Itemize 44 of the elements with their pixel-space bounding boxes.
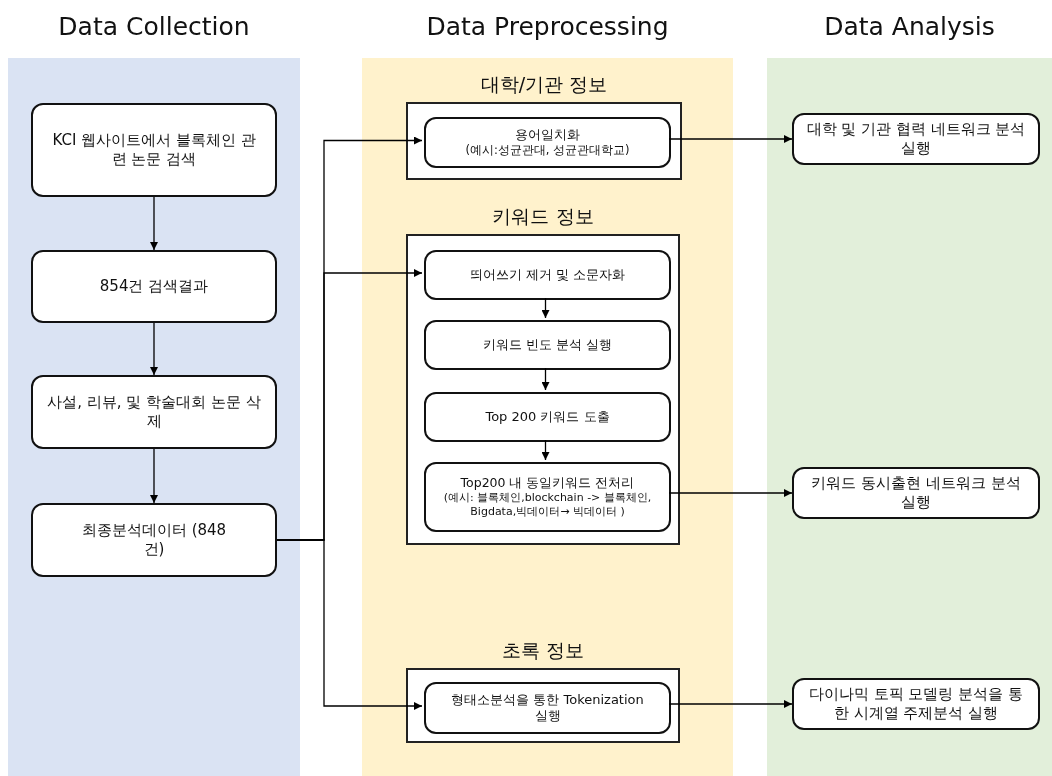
- box-text: KCI 웹사이트에서 블록체인 관련 논문 검색: [51, 131, 257, 169]
- box-text: 용어일치화: [515, 127, 580, 144]
- arrow: [541, 367, 550, 391]
- process-box: [424, 462, 671, 532]
- arrow: [668, 700, 793, 708]
- process-box: [424, 250, 671, 300]
- column-heading: Data Analysis: [823, 12, 996, 41]
- arrow: [668, 135, 793, 143]
- arrow: [150, 322, 158, 376]
- arrow: [668, 489, 793, 497]
- box-text: 최종분석데이터 (848건): [80, 521, 228, 559]
- column-heading: Data Preprocessing: [425, 12, 670, 41]
- group-heading: 키워드 정보: [491, 204, 595, 229]
- arrow: [150, 196, 158, 251]
- example-text: (예시: 블록체인,blockchain -> 블록체인, Bigdata,빅데이터→ 빅데이터 ): [442, 491, 653, 519]
- process-box: [424, 392, 671, 442]
- process-box: [31, 375, 277, 449]
- process-box: [424, 320, 671, 370]
- box-text: 다이나믹 토픽 모델링 분석을 통한 시계열 주제분석 실행: [807, 685, 1025, 723]
- process-box: [792, 113, 1040, 165]
- box-text: Top200 내 동일키워드 전처리: [460, 475, 635, 492]
- group-heading: 초록 정보: [500, 638, 585, 663]
- box-text: 사설, 리뷰, 및 학술대회 논문 삭제: [46, 393, 262, 431]
- box-text: 형태소분석을 통한 Tokenization 실행: [450, 691, 645, 725]
- process-box: [31, 103, 277, 197]
- arrow: [541, 297, 550, 319]
- box-text: 키워드 동시출현 네트워크 분석 실행: [810, 474, 1022, 512]
- box-text: 854건 검색결과: [99, 277, 209, 296]
- column-heading: Data Collection: [57, 12, 251, 41]
- process-box: [424, 117, 671, 168]
- group-heading: 대학/기관 정보: [479, 72, 609, 97]
- process-box: [31, 250, 277, 323]
- box-text: 띄어쓰기 제거 및 소문자화: [469, 266, 626, 284]
- box-text: 키워드 빈도 분석 실행: [482, 336, 613, 354]
- process-box: [792, 678, 1040, 730]
- process-box: [792, 467, 1040, 519]
- arrow: [541, 439, 550, 461]
- box-text: Top 200 키워드 도출: [485, 408, 610, 426]
- process-box: [424, 682, 671, 734]
- box-text: 대학 및 기관 협력 네트워크 분석 실행: [806, 120, 1026, 158]
- arrow: [150, 448, 158, 504]
- example-text: (예시:성균관대, 성균관대학교): [465, 143, 630, 158]
- process-box: [31, 503, 277, 577]
- arrow: [276, 539, 423, 710]
